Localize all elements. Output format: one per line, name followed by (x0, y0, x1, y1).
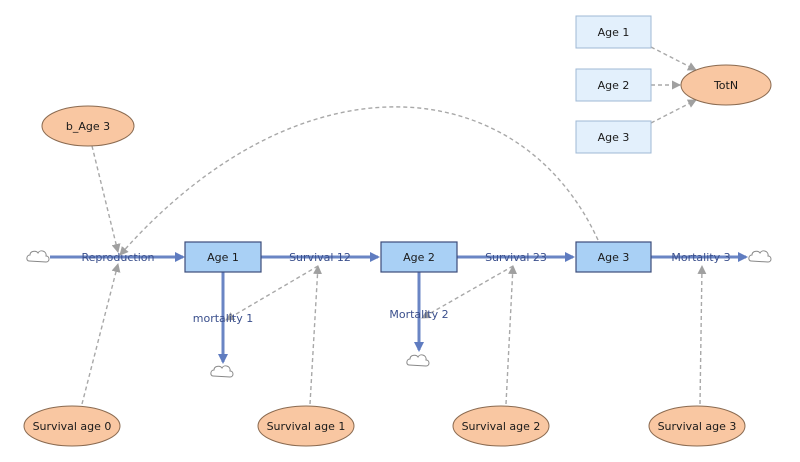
aux-survival-age1-label: Survival age 1 (267, 420, 346, 433)
link-survival-age2-to-survival23 (505, 265, 518, 405)
flow-reproduction[interactable]: Reproduction (82, 251, 155, 264)
flow-pipes (50, 252, 748, 364)
cloud-icon (406, 354, 430, 367)
link-survival-age3-to-mortality3 (697, 265, 707, 405)
ghost-age1-label: Age 1 (598, 26, 630, 39)
aux-b-age3[interactable]: b_Age 3 (41, 105, 135, 147)
links (81, 46, 707, 405)
ghost-age3[interactable]: Age 3 (575, 120, 652, 154)
flow-survival12-label: Survival 12 (289, 251, 351, 264)
flow-mortality3-label: Mortality 3 (671, 251, 730, 264)
flow-survival23[interactable]: Survival 23 (485, 251, 547, 264)
cloud-icon (210, 365, 234, 378)
ghost-age3-label: Age 3 (598, 131, 630, 144)
ghost-age2-label: Age 2 (598, 79, 630, 92)
aux-survival-age2-label: Survival age 2 (462, 420, 541, 433)
aux-survival-age1[interactable]: Survival age 1 (257, 405, 355, 447)
stock-age2[interactable]: Age 2 (380, 241, 458, 273)
link-ghost-age3-to-totn (650, 99, 697, 124)
link-age3-to-reproduction (119, 106, 599, 256)
cloud-icon (748, 250, 772, 263)
stock-age3-label: Age 3 (598, 251, 630, 264)
aux-survival-age0[interactable]: Survival age 0 (23, 405, 121, 447)
link-survival-age1-to-survival12 (309, 265, 323, 405)
aux-survival-age3[interactable]: Survival age 3 (648, 405, 746, 447)
aux-survival-age3-label: Survival age 3 (658, 420, 737, 433)
aux-totn-label: TotN (713, 79, 738, 92)
ghost-age2[interactable]: Age 2 (575, 68, 652, 102)
stock-age1-label: Age 1 (207, 251, 239, 264)
stock-age2-label: Age 2 (403, 251, 435, 264)
flow-reproduction-label: Reproduction (82, 251, 155, 264)
clouds (26, 250, 772, 378)
flow-mortality1[interactable]: mortality 1 (193, 312, 253, 325)
flow-mortality2-label: Mortality 2 (389, 308, 448, 321)
aux-survival-age0-label: Survival age 0 (33, 420, 112, 433)
stock-age3[interactable]: Age 3 (575, 241, 652, 273)
link-b-age3-to-reproduction (91, 145, 121, 253)
ghost-age1[interactable]: Age 1 (575, 15, 652, 49)
flow-mortality1-label: mortality 1 (193, 312, 253, 325)
flow-survival23-label: Survival 23 (485, 251, 547, 264)
aux-b-age3-label: b_Age 3 (66, 120, 110, 133)
flow-mortality2[interactable]: Mortality 2 (389, 308, 448, 321)
link-survival-age0-to-reproduction (81, 263, 121, 405)
stock-age1[interactable]: Age 1 (184, 241, 262, 273)
cloud-icon (26, 250, 50, 263)
link-survival23-to-mortality2 (421, 265, 514, 319)
flow-survival12[interactable]: Survival 12 (289, 251, 351, 264)
flow-mortality3[interactable]: Mortality 3 (671, 251, 730, 264)
link-survival12-to-mortality1 (225, 265, 319, 321)
aux-totn[interactable]: TotN (680, 64, 772, 106)
aux-survival-age2[interactable]: Survival age 2 (452, 405, 550, 447)
link-ghost-age1-to-totn (650, 46, 697, 71)
